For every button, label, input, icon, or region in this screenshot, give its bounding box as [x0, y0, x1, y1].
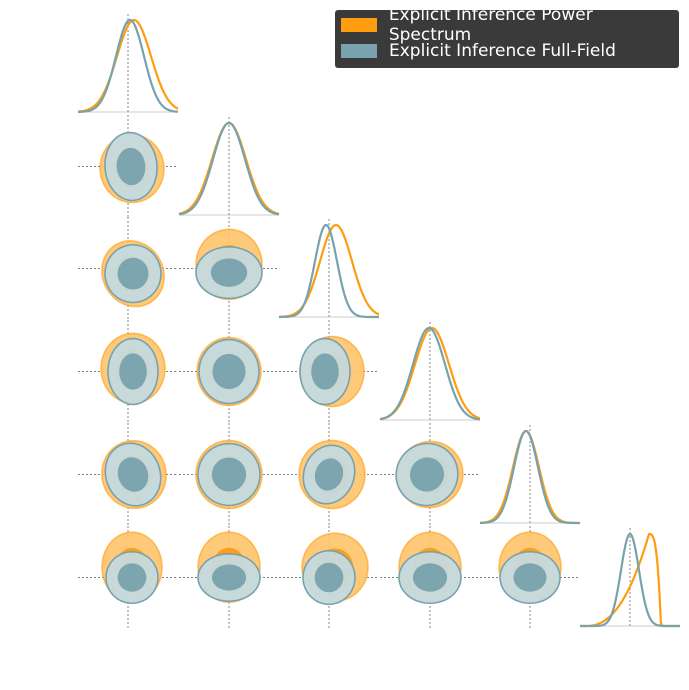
- contour-inner-full-field: [513, 563, 547, 592]
- marginal-panel-4: [379, 322, 481, 421]
- contour-inner-full-field: [311, 353, 339, 390]
- marginal-panel-1: [77, 14, 179, 114]
- contour-panel-r3-c2: [179, 217, 279, 320]
- marginal-curve-power-spectrum: [379, 326, 481, 421]
- contour-inner-full-field: [116, 147, 146, 186]
- contour-panel-r4-c2: [179, 320, 279, 423]
- contour-inner-full-field: [410, 457, 444, 492]
- contour-inner-full-field: [117, 257, 149, 290]
- contour-panel-r6-c2: [179, 526, 279, 629]
- marginal-curve-full-field: [479, 429, 581, 525]
- contour-inner-full-field: [314, 562, 344, 593]
- legend: Explicit Inference Power Spectrum Explic…: [335, 5, 679, 68]
- contour-panel-r6-c1: [78, 526, 178, 629]
- contour-panel-r6-c4: [380, 526, 480, 629]
- legend-swatch-power-spectrum: [341, 18, 377, 32]
- contour-inner-full-field: [412, 563, 448, 592]
- contour-inner-full-field: [211, 457, 247, 492]
- contour-inner-full-field: [119, 353, 147, 390]
- marginal-curve-full-field: [379, 326, 481, 421]
- contour-panels: [78, 115, 580, 629]
- contour-inner-full-field: [314, 458, 344, 491]
- marginal-panel-3: [278, 219, 380, 319]
- contour-panel-r5-c2: [179, 423, 279, 526]
- contour-panel-r5-c1: [78, 423, 178, 526]
- contour-panel-r6-c5: [480, 526, 580, 629]
- contour-panel-r5-c3: [279, 423, 379, 526]
- legend-item-full-field: Explicit Inference Full-Field: [341, 39, 616, 63]
- contour-inner-full-field: [117, 563, 147, 592]
- legend-item-power-spectrum: Explicit Inference Power Spectrum: [341, 5, 679, 45]
- legend-swatch-full-field: [341, 44, 377, 58]
- marginal-panel-2: [178, 117, 280, 216]
- marginal-panel-5: [479, 425, 581, 525]
- marginal-panels: [77, 14, 680, 628]
- marginal-curve-power-spectrum: [77, 18, 179, 113]
- marginal-curve-full-field: [178, 121, 280, 216]
- contour-inner-full-field: [210, 258, 248, 287]
- legend-label-power-spectrum: Explicit Inference Power Spectrum: [388, 5, 593, 45]
- marginal-curve-full-field: [580, 532, 680, 628]
- marginal-curve-power-spectrum: [178, 121, 280, 215]
- contour-inner-full-field: [212, 353, 246, 390]
- marginal-panel-6: [580, 528, 680, 628]
- contour-panel-r4-c3: [279, 320, 379, 423]
- contour-panel-r2-c1: [78, 115, 178, 218]
- contour-panel-r4-c1: [78, 320, 178, 423]
- marginal-curve-full-field: [77, 18, 179, 114]
- contour-panel-r3-c1: [78, 217, 178, 320]
- contour-panel-r5-c4: [380, 423, 480, 526]
- marginal-curve-power-spectrum: [278, 223, 380, 318]
- legend-label-full-field: Explicit Inference Full-Field: [389, 41, 616, 61]
- marginal-curve-full-field: [279, 223, 379, 319]
- contour-panel-r6-c3: [279, 526, 379, 629]
- contour-inner-full-field: [211, 564, 247, 591]
- contour-inner-full-field: [117, 457, 149, 492]
